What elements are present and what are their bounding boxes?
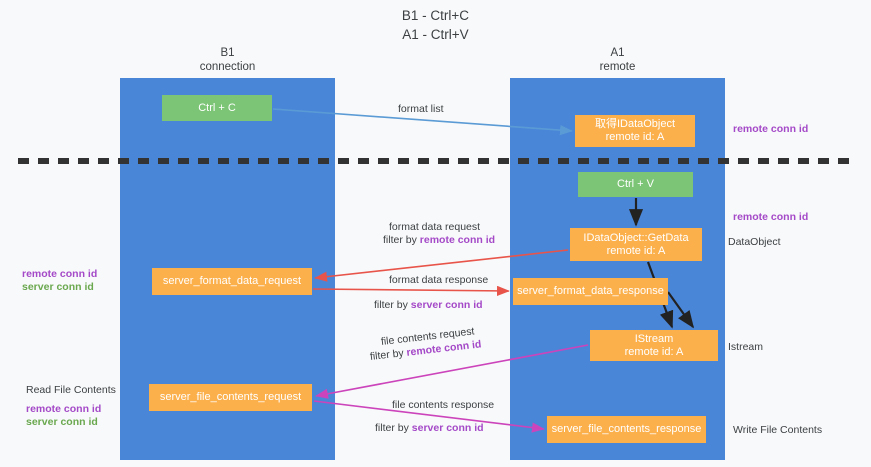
note-right-remote-conn-id-2: remote conn id [733, 211, 808, 224]
page-title: B1 - Ctrl+C A1 - Ctrl+V [0, 6, 871, 44]
edge-label-filter-remote-1: filter by remote conn id [383, 233, 495, 247]
edge-label-format-data-request: format data request [389, 220, 480, 234]
edge-label-format-data-response-text: format data response [389, 274, 489, 286]
note-left-remote-conn-id-text: remote conn id [22, 268, 98, 280]
swimlane-b1-name: B1 [220, 47, 235, 59]
filter-by-text-3: filter by [369, 346, 408, 363]
remote-conn-id-text-1: remote conn id [419, 234, 496, 246]
edge-label-filter-server-1: filter by server conn id [374, 298, 483, 312]
note-right-istream-text: Istream [728, 341, 764, 353]
node-idataobject-line1: 取得IDataObject [594, 118, 676, 130]
node-getdata-line2: remote id: A [606, 244, 666, 257]
node-idataobject-remote[interactable]: 取得IDataObject remote id: A [575, 115, 695, 147]
swimlane-b1-subtitle: connection [199, 61, 256, 73]
swimlane-header-a1: A1 remote [540, 46, 695, 74]
note-left-server-conn-id-text: server conn id [22, 281, 94, 293]
swimlane-a1-name: A1 [610, 47, 625, 59]
edge-label-file-contents-response-text: file contents response [392, 399, 495, 411]
filter-by-text-4: filter by [375, 422, 412, 434]
node-istream-line1: IStream [634, 332, 674, 345]
node-ctrl-v[interactable]: Ctrl + V [578, 172, 693, 197]
node-ctrl-c-label: Ctrl + C [198, 101, 236, 114]
node-istream-line2: remote id: A [624, 345, 684, 358]
node-server-file-contents-response-label: server_file_contents_response [551, 423, 702, 435]
note-left-read-file-contents-text: Read File Contents [26, 384, 116, 396]
node-idataobject-getdata[interactable]: IDataObject::GetData remote id: A [570, 228, 702, 261]
note-right-istream: Istream [728, 341, 763, 354]
node-ctrl-c[interactable]: Ctrl + C [162, 95, 272, 121]
note-left-server-conn-id-2-text: server conn id [26, 416, 98, 428]
node-getdata-line1: IDataObject::GetData [583, 231, 689, 244]
server-conn-id-text-1: server conn id [410, 299, 483, 311]
node-istream[interactable]: IStream remote id: A [590, 330, 718, 361]
node-server-format-data-response[interactable]: server_format_data_response [513, 278, 668, 305]
note-left-read-file-contents: Read File Contents remote conn id server… [26, 384, 116, 429]
filter-by-text-1: filter by [383, 234, 420, 246]
node-server-file-contents-request-label: server_file_contents_request [159, 391, 302, 403]
note-right-dataobject: DataObject [728, 236, 781, 249]
node-server-format-data-request-label: server_format_data_request [162, 275, 302, 287]
note-left-conn-ids: remote conn id server conn id [22, 268, 97, 294]
node-ctrl-v-label: Ctrl + V [617, 178, 654, 190]
edge-label-format-list-text: format list [398, 103, 444, 115]
title-line-2: A1 - Ctrl+V [402, 27, 469, 42]
node-server-file-contents-request[interactable]: server_file_contents_request [149, 384, 312, 411]
note-right-remote-conn-id-2-text: remote conn id [733, 211, 809, 223]
node-server-format-data-request[interactable]: server_format_data_request [152, 268, 312, 295]
server-conn-id-text-2: server conn id [411, 422, 484, 434]
swimlane-header-b1: B1 connection [150, 46, 305, 74]
edge-label-filter-server-2: filter by server conn id [375, 421, 484, 435]
swimlane-a1-subtitle: remote [599, 61, 636, 73]
note-right-write-file-contents: Write File Contents [733, 424, 822, 437]
note-right-dataobject-text: DataObject [728, 236, 781, 248]
node-server-format-data-response-label: server_format_data_response [517, 285, 664, 297]
edge-label-format-data-response: format data response [389, 273, 488, 287]
note-right-remote-conn-id-1-text: remote conn id [733, 123, 809, 135]
note-right-write-file-contents-text: Write File Contents [733, 424, 823, 436]
filter-by-text-2: filter by [374, 299, 411, 311]
note-left-remote-conn-id-2-text: remote conn id [26, 403, 102, 415]
edge-format-data-response [312, 285, 510, 296]
edge-label-format-data-request-text: format data request [389, 221, 481, 233]
title-line-1: B1 - Ctrl+C [401, 8, 470, 23]
note-right-remote-conn-id-1: remote conn id [733, 123, 808, 136]
edge-label-format-list: format list [398, 102, 444, 116]
node-idataobject-line2: remote id: A [605, 131, 665, 143]
edge-label-file-contents-response: file contents response [392, 398, 494, 412]
node-server-file-contents-response[interactable]: server_file_contents_response [547, 416, 706, 443]
